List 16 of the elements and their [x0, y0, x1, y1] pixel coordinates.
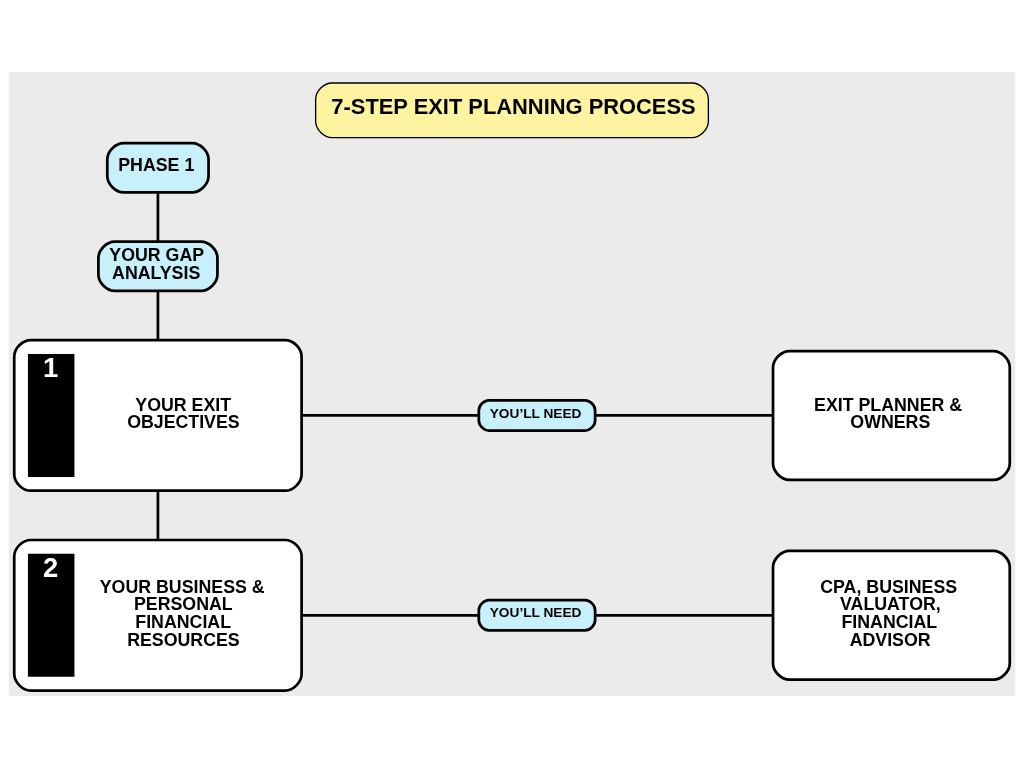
node-box: 1 YOUR EXIT OBJECTIVES — [12, 338, 303, 493]
node-box: YOU’LL NEED — [477, 399, 597, 432]
connector — [301, 414, 479, 417]
connector — [156, 192, 160, 242]
connector — [156, 291, 160, 340]
connector — [595, 414, 773, 417]
diagram-title: 7-STEP EXIT PLANNING PROCESS — [331, 94, 696, 120]
connector — [301, 613, 479, 617]
node-box: EXIT PLANNER & OWNERS — [771, 349, 1012, 482]
connector — [595, 613, 773, 617]
node-box: YOUR GAP ANALYSIS — [97, 240, 219, 293]
node-box: YOU’LL NEED — [477, 598, 597, 632]
node-box: 2 YOUR BUSINESS & PERSONAL FINANCIAL RESOURCES — [12, 538, 303, 692]
connector — [156, 491, 160, 540]
node-box: PHASE 1 — [105, 141, 210, 194]
node-box: CPA, BUSINESS VALUATOR, FINANCIAL ADVISOR — [771, 549, 1012, 681]
